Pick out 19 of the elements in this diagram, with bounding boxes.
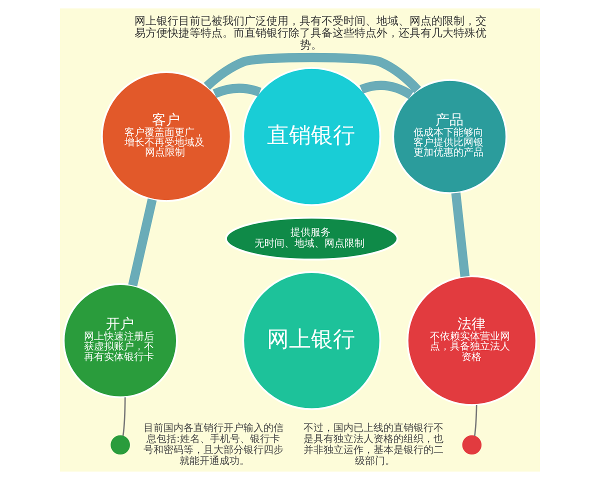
- label: 网上银行目前已被我们广泛使用，具有不受时间、地域、网点的限制，交易方便快捷等特点。而直销银行除了具备这些特点外，还具有几大特殊优势。: [134, 14, 487, 52]
- connector: [474, 404, 478, 436]
- node-circle: 直销银行: [242, 67, 382, 206]
- connector: [360, 80, 414, 100]
- node-ellipse: 提供服务 无时间、地域、网点限制: [225, 216, 398, 260]
- connector: [128, 198, 157, 286]
- connector: [451, 192, 470, 277]
- connector: [122, 397, 126, 436]
- node-circle: 网上银行: [242, 271, 382, 410]
- connector: [212, 84, 262, 98]
- node-label: 目前国内各直销行开户输入的信息包括:姓名、手机号、银行卡号和密码等，且大部分银行四步就能开通成功。: [143, 422, 284, 468]
- node-circle: 法律 不依赖实体营业网点，具备独立法人资格: [406, 275, 538, 406]
- node-label: 不过，国内已上线的直销银行不是具有独立法人资格的组织，也并非独立运作，基本是银行的二级部门。: [303, 422, 444, 468]
- node-circle: 产品 低成本下能够向客户提供比网银更加优惠的产品: [392, 79, 508, 194]
- node-circle: 开户 网上快速注册后获虚拟账户，不再有实体银行卡: [62, 283, 178, 398]
- node-circle: [110, 435, 130, 455]
- node-circle: [462, 435, 482, 455]
- node-circle: 客户 客户覆盖面更广，增长不再受地域及网点限制: [100, 71, 232, 202]
- connector: [204, 52, 421, 94]
